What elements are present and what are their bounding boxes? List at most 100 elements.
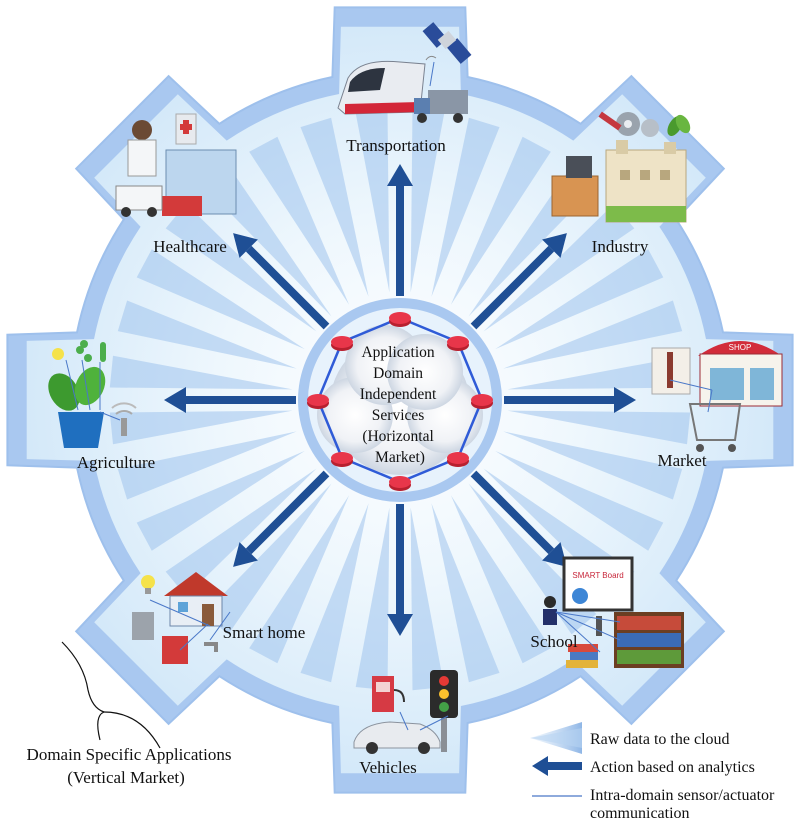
raw-data-arrow [355,507,390,691]
agriculture-label: Agriculture [77,453,155,472]
raw-data-arrow [117,431,297,500]
gears-icon [598,111,659,137]
legend: Raw data to the cloud Action based on an… [530,722,775,820]
hospital-icon [162,149,237,216]
plant-icon [48,366,106,448]
house-icon [164,572,228,627]
transportation-label: Transportation [346,136,446,155]
traffic-light-icon [430,670,458,752]
books-icon [566,644,598,668]
legend-intra: Intra-domain sensor/actuator communicati… [532,787,775,820]
smart-board-icon: SMART Board [562,556,634,636]
faucet-icon [204,642,218,652]
raw-data-arrow [203,483,332,635]
svg-text:SHOP: SHOP [729,343,752,352]
factory-icon [605,140,687,223]
school-label: School [530,632,578,651]
intra-domain-lines [65,61,713,731]
action-arrow-head [614,387,636,413]
raw-data-arrow [165,468,317,597]
raw-data-arrow [109,410,293,445]
action-arrow-head [233,233,258,258]
raw-data-arrow [165,203,317,332]
action-arrow-head [164,387,186,413]
teacher-icon [543,596,557,625]
light-bulb-icon [141,575,155,594]
leaf-icon [667,114,691,136]
service-node-icon [331,336,353,351]
action-arrow-shaft [245,245,330,330]
water-drops-icon [76,340,92,362]
service-node-icon [447,452,469,467]
raw-data-arrow [109,355,293,390]
service-nodes [307,312,493,491]
service-node-icon [447,336,469,351]
smart-home-icon [132,572,228,664]
vertical-market-title: Domain Specific Applications [27,745,232,764]
bookshelf-icon [614,612,684,668]
raw-data-arrow [503,300,683,369]
car-icon [353,721,441,754]
raw-data-arrow [495,450,664,551]
service-node-icon [471,394,493,409]
action-arrows [164,164,636,636]
action-arrow-head [542,233,567,258]
legend-action-label: Action based on analytics [590,759,755,776]
healthcare-icon [115,113,237,217]
legend-intra-label-2: communication [590,805,690,820]
fire-extinguisher-icon [162,636,188,664]
raw-data-arrow [450,136,551,305]
raw-data-arrow [483,203,635,332]
service-node-icon [389,312,411,327]
transportation-icon [337,22,472,123]
action-arrow-shaft [245,470,330,555]
vehicles-icon [353,670,458,754]
center-title: Application Domain Independent Services … [360,344,440,466]
raw-data-arrow [503,431,683,500]
doctor-icon [127,120,157,177]
raw-data-arrow [300,117,369,297]
action-arrow-head [387,164,413,186]
svg-text:SMART Board: SMART Board [572,571,623,580]
bulb-sensor-icon [52,348,64,360]
vertical-market-subtitle: (Vertical Market) [67,768,185,787]
raw-data-arrow [431,117,500,297]
coffee-maker-icon [132,612,154,640]
raw-data-arrow [410,507,445,691]
industry-icon [551,111,691,223]
central-hub: Application Domain Independent Services … [298,298,502,502]
market-label: Market [657,451,706,470]
shirt-icon [651,347,691,395]
truck-icon [414,90,468,123]
service-node-icon [331,452,353,467]
legend-action: Action based on analytics [532,756,755,776]
raw-data-arrow [249,495,350,664]
raw-data-arrow [431,503,500,683]
box-icon [551,156,599,217]
vertical-market-brace [61,641,161,749]
raw-data-arrow [507,410,691,445]
action-arrow-head [542,542,567,567]
raw-data-arrow [450,495,551,664]
industry-label: Industry [592,237,649,256]
vehicles-label: Vehicles [359,758,417,777]
shopping-cart-icon [688,403,742,452]
raw-data-arrows [109,109,691,691]
raw-data-arrow [249,136,350,305]
market-icon: SHOP [651,341,783,452]
legend-intra-label-1: Intra-domain sensor/actuator [590,787,775,804]
school-icon: SMART Board [543,556,684,668]
agriculture-icon [48,340,137,448]
raw-data-arrow [117,300,297,369]
action-arrow-shaft [470,470,555,555]
wifi-sensor-icon [111,402,137,436]
satellite-icon [422,22,472,64]
fuel-pump-icon [372,676,405,712]
service-node-icon [389,476,411,491]
raw-data-arrow [410,109,445,293]
train-icon [337,60,426,115]
medicine-bottle-icon [175,113,197,145]
smart-home-label: Smart home [223,623,306,642]
legend-raw-data: Raw data to the cloud [530,722,730,754]
